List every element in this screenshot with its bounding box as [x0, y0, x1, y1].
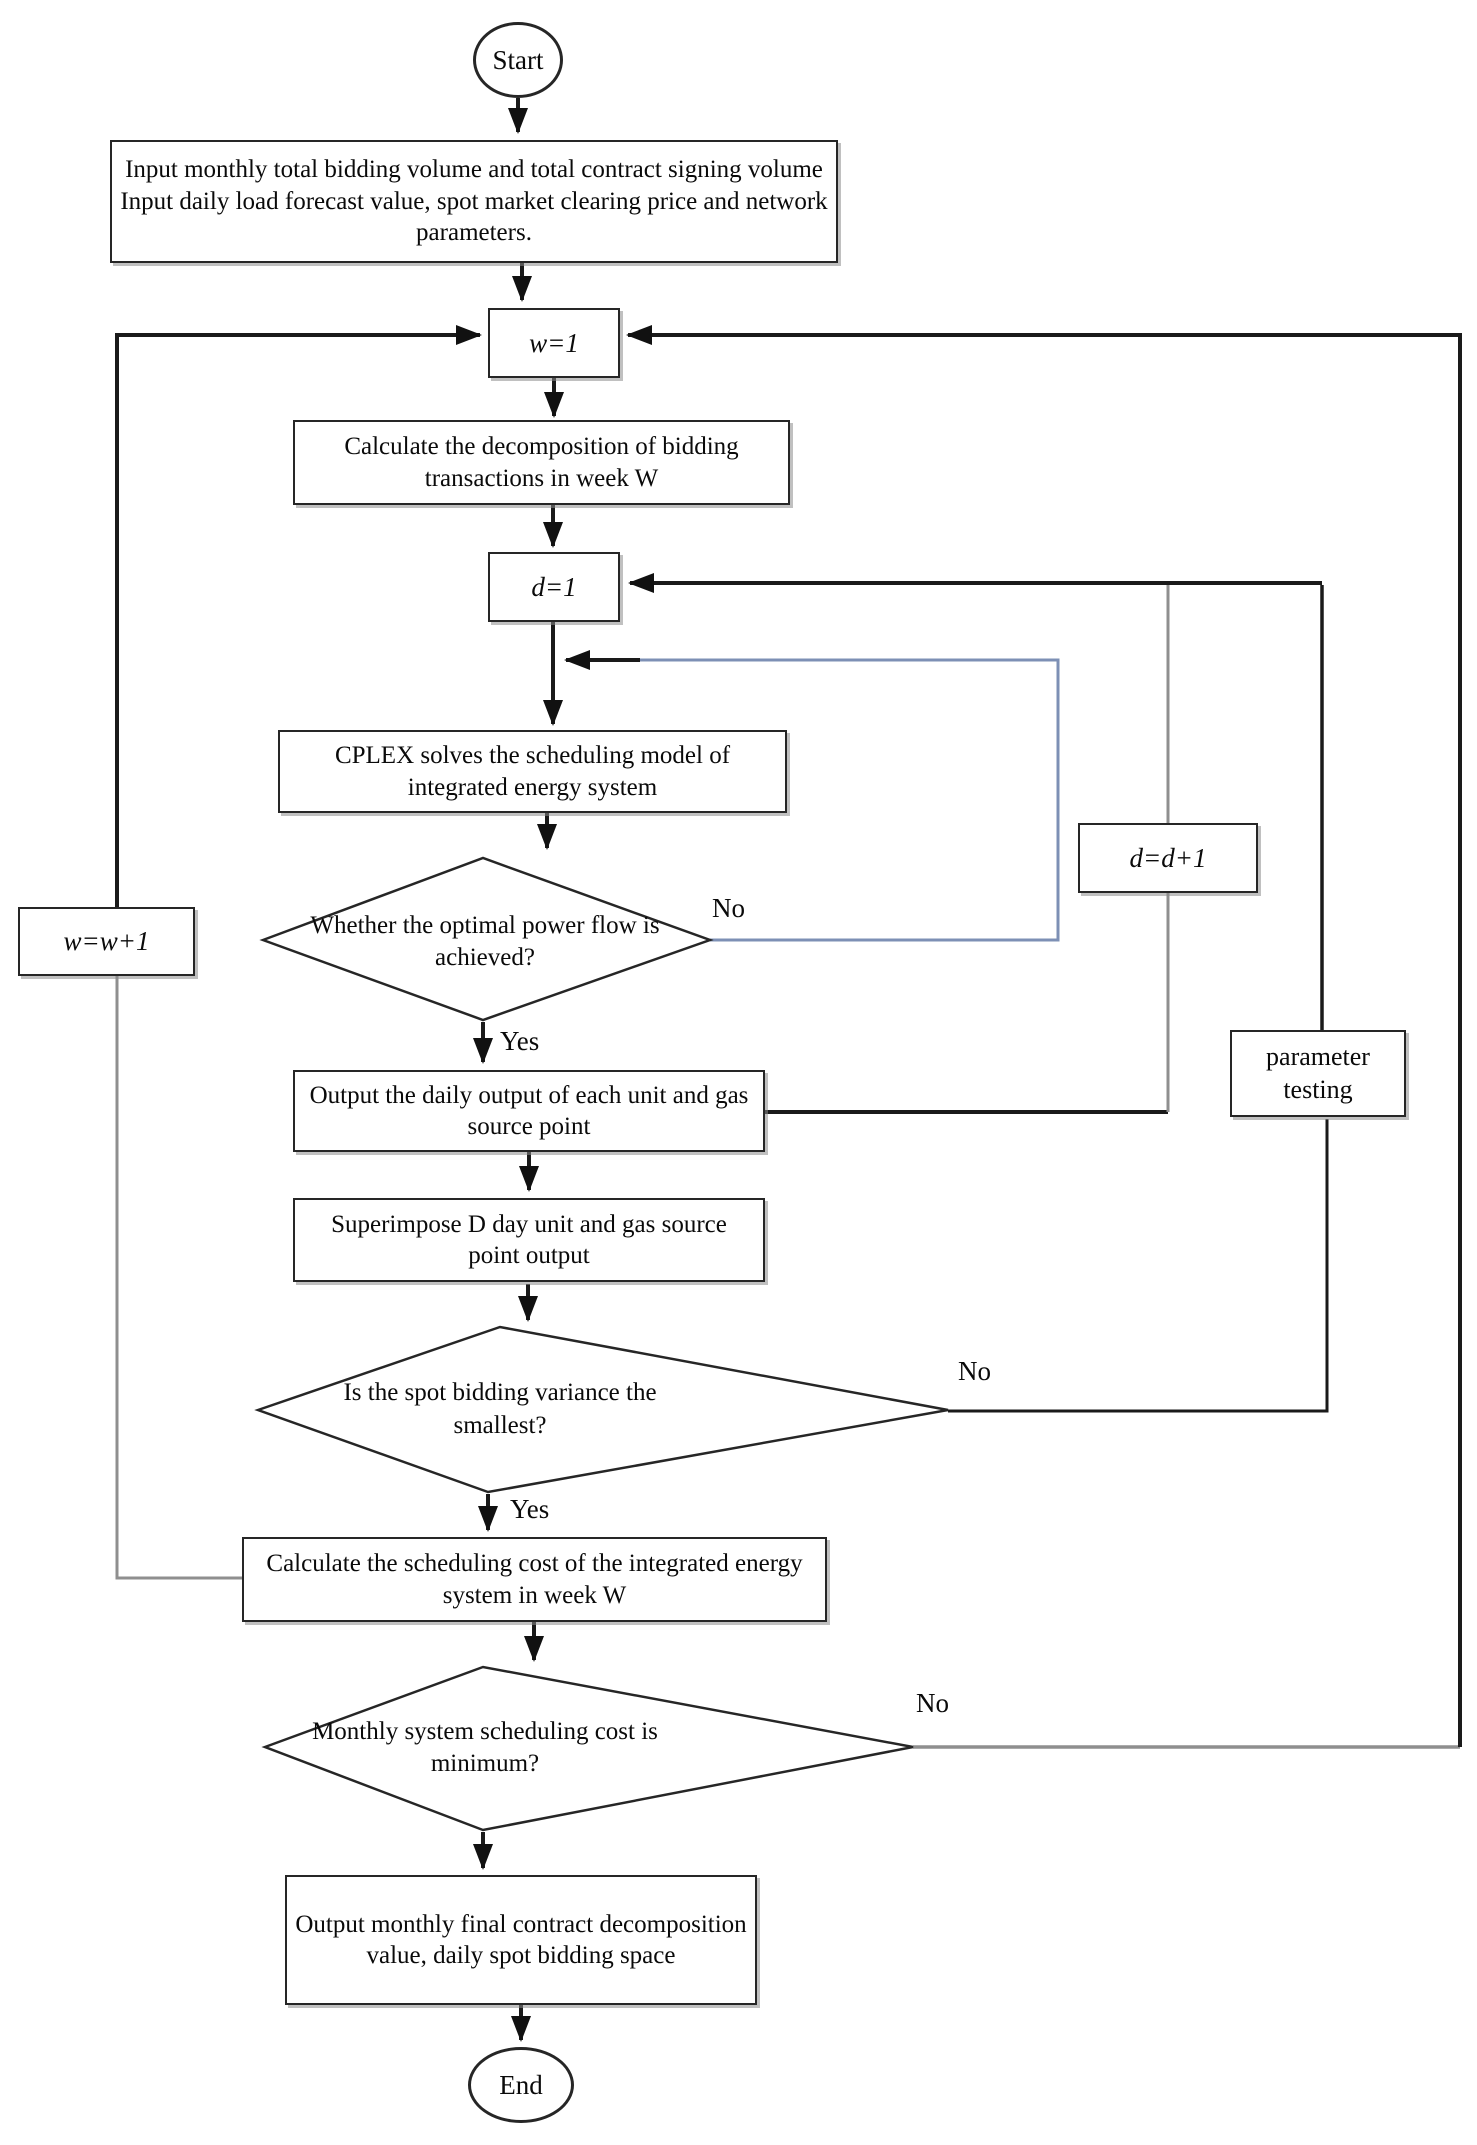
label-opf-yes: Yes: [500, 1026, 540, 1056]
node-calc-cost-label: Calculate the scheduling cost of the int…: [266, 1550, 803, 1609]
node-superimpose: Superimpose D day unit and gas source po…: [293, 1198, 765, 1282]
label-cost-no: No: [916, 1688, 949, 1718]
diamond-cost-decision: [261, 1665, 914, 1832]
node-calc-decomposition-label: Calculate the decomposition of bidding t…: [344, 433, 739, 492]
node-d-increment: d=d+1: [1078, 823, 1258, 893]
decision-variance-label: Is the spot bidding variance the smalles…: [343, 1379, 657, 1439]
node-input: Input monthly total bidding volume and t…: [110, 140, 838, 263]
node-superimpose-label: Superimpose D day unit and gas source po…: [331, 1210, 727, 1270]
start-terminator: Start: [473, 22, 563, 98]
node-parameter-testing: parameter testing: [1230, 1030, 1406, 1117]
decision-cost-label: Monthly system scheduling cost is minimu…: [312, 1717, 658, 1778]
edge-opf-no-loop: [640, 658, 1060, 942]
node-d-init-label: d=1: [531, 571, 577, 602]
end-label: End: [499, 2069, 543, 2100]
decision-opf-label: Whether the optimal power flow is achiev…: [310, 911, 660, 972]
node-cplex-label: CPLEX solves the scheduling model of int…: [334, 742, 731, 801]
label-variance-no: No: [958, 1356, 991, 1386]
node-w-init-label: w=1: [529, 327, 579, 358]
node-input-label: Input monthly total bidding volume and t…: [120, 156, 828, 247]
node-output-final: Output monthly final contract decomposit…: [285, 1875, 757, 2005]
node-calc-cost: Calculate the scheduling cost of the int…: [242, 1537, 827, 1622]
end-terminator: End: [468, 2047, 574, 2123]
start-label: Start: [492, 44, 544, 75]
label-variance-yes: Yes: [510, 1494, 550, 1524]
node-w-increment: w=w+1: [18, 907, 195, 976]
label-opf-no: No: [712, 893, 745, 923]
node-output-daily-label: Output the daily output of each unit and…: [309, 1081, 749, 1141]
edge-costloop-to-winit: [626, 325, 1462, 1747]
edge-variance-no-to-paramtest: [948, 1119, 1329, 1413]
node-w-init: w=1: [488, 308, 620, 378]
diamond-variance-decision: [254, 1325, 949, 1494]
node-output-daily: Output the daily output of each unit and…: [293, 1070, 765, 1152]
edge-calccost-to-winc: [115, 942, 242, 1580]
node-output-final-label: Output monthly final contract decomposit…: [295, 1910, 747, 1970]
node-d-init: d=1: [488, 552, 620, 622]
node-d-increment-label: d=d+1: [1129, 842, 1207, 873]
diamond-opf-decision: [259, 856, 714, 1022]
edge-winc-to-winit: [115, 325, 482, 942]
node-parameter-testing-label: parameter testing: [1266, 1041, 1370, 1104]
node-calc-decomposition: Calculate the decomposition of bidding t…: [293, 420, 790, 505]
node-cplex: CPLEX solves the scheduling model of int…: [278, 730, 787, 813]
node-w-increment-label: w=w+1: [63, 926, 150, 957]
